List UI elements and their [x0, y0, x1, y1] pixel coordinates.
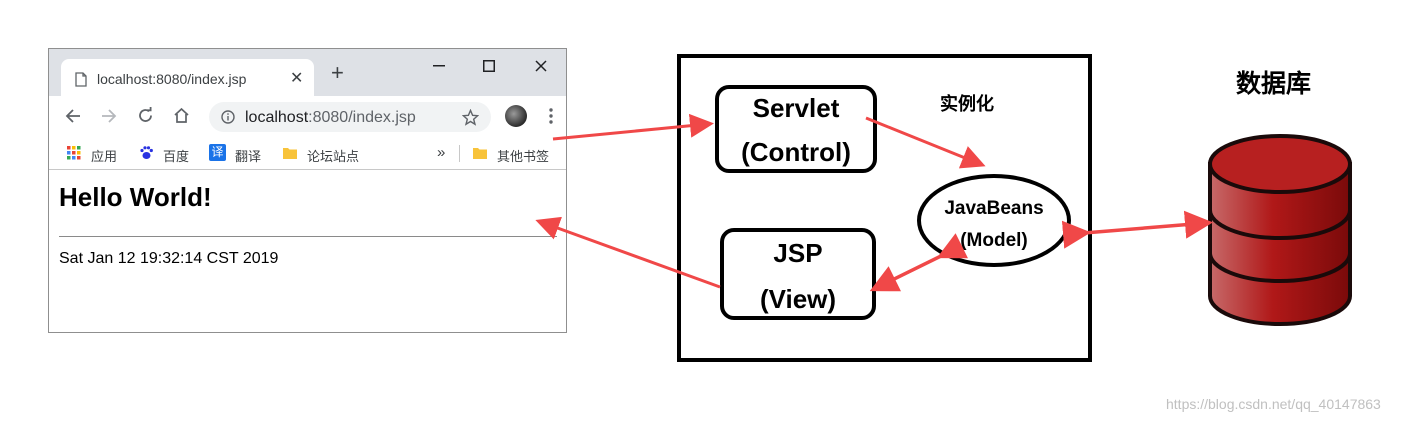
avatar[interactable]: [505, 105, 527, 127]
home-icon[interactable]: [173, 107, 190, 124]
url-text: localhost:8080/index.jsp: [245, 109, 416, 126]
bookmark-apps-label: 应用: [91, 149, 118, 164]
instantiate-label: 实例化: [940, 94, 994, 114]
page-heading: Hello World!: [59, 182, 212, 212]
info-icon[interactable]: [221, 110, 235, 124]
bookmark-baidu-label: 百度: [163, 149, 190, 164]
watermark: https://blog.csdn.net/qq_40147863: [1166, 396, 1381, 412]
translate-icon: 译: [209, 144, 226, 161]
bookmark-forum-label: 论坛站点: [307, 149, 360, 164]
bookmark-divider: [459, 145, 460, 162]
folder-icon: [473, 148, 487, 159]
bookmark-star-icon[interactable]: [462, 109, 479, 126]
model-view-arrow: [869, 233, 969, 292]
close-window-icon[interactable]: [535, 60, 547, 72]
apps-grid-icon: [67, 146, 81, 160]
new-tab-icon[interactable]: +: [331, 60, 344, 85]
servlet-role-label: (Control): [741, 137, 851, 167]
page-icon: [75, 72, 87, 87]
browser-window: localhost:8080/index.jsp ✕ + localhost:8…: [48, 48, 567, 333]
browser-tab[interactable]: localhost:8080/index.jsp ✕: [61, 59, 314, 96]
forward-arrow-icon[interactable]: [101, 108, 117, 124]
folder-icon: [283, 148, 297, 159]
baidu-paw-icon: [140, 146, 153, 159]
more-bookmarks-icon[interactable]: »: [437, 144, 446, 161]
address-bar[interactable]: localhost:8080/index.jsp: [209, 102, 491, 132]
jsp-box: JSP (View): [720, 228, 876, 320]
servlet-label: Servlet: [752, 93, 840, 123]
horizontal-rule: [59, 236, 557, 237]
request-arrow: [552, 113, 714, 141]
bookmark-translate-label: 翻译: [235, 149, 262, 164]
maximize-icon[interactable]: [483, 60, 495, 72]
mvc-frame: [677, 54, 1092, 362]
tab-close-icon[interactable]: ✕: [290, 70, 304, 87]
back-arrow-icon[interactable]: [65, 108, 81, 124]
reload-icon[interactable]: [137, 107, 154, 124]
browser-toolbar: localhost:8080/index.jsp: [49, 96, 566, 136]
response-arrow: [535, 216, 721, 289]
date-text: Sat Jan 12 19:32:14 CST 2019: [59, 250, 279, 267]
javabeans-role-label: (Model): [960, 230, 1028, 251]
bookmarks-bar: 应用 百度 译 翻译 论坛站点 » 其他书签: [49, 136, 566, 170]
database-cylinder-icon: [1208, 134, 1352, 326]
servlet-box: Servlet (Control): [715, 85, 877, 173]
instantiate-arrow: [865, 116, 986, 169]
javabeans-label: JavaBeans: [944, 198, 1044, 219]
database-title: 数据库: [1236, 70, 1312, 98]
jsp-label: JSP: [773, 238, 823, 268]
menu-dots-icon[interactable]: [549, 108, 553, 124]
tab-title: localhost:8080/index.jsp: [97, 71, 247, 87]
other-bookmarks-label: 其他书签: [497, 149, 550, 164]
browser-titlebar: localhost:8080/index.jsp ✕ +: [49, 49, 566, 96]
jsp-role-label: (View): [759, 284, 837, 314]
model-database-arrow: [1061, 210, 1213, 249]
minimize-icon[interactable]: [433, 65, 445, 67]
page-content: Hello World! Sat Jan 12 19:32:14 CST 201…: [49, 170, 566, 332]
